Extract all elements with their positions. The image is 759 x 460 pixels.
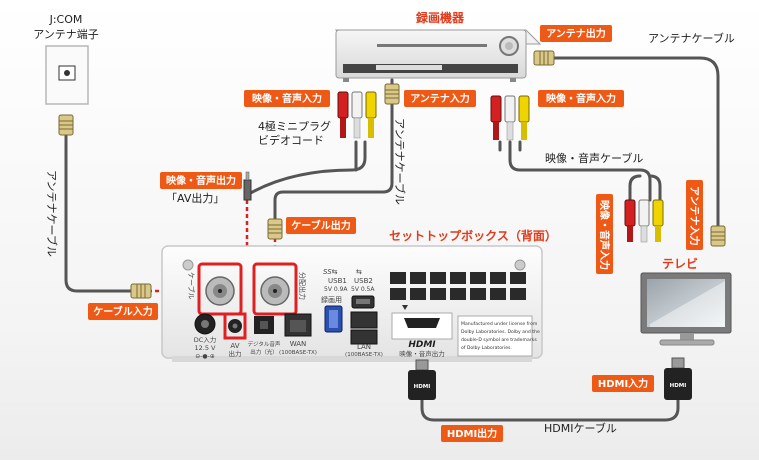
- mini-plug-label-2: ビデオコード: [258, 133, 324, 147]
- usb-logo-2: ⇆: [356, 268, 362, 276]
- label-boxes: アンテナ出力 映像・音声入力 アンテナ入力 映像・音声入力 映像・音声出力 ケー…: [88, 25, 703, 442]
- usb2-power: 5V 0.5A: [351, 286, 375, 293]
- optical-label-1: デジタル音声: [248, 340, 281, 348]
- antenna-cable-mid-label: アンテナケーブル: [393, 118, 407, 205]
- av-in-right-label: 映像・音声入力: [546, 92, 616, 105]
- jcom-label: J:COM: [49, 13, 83, 26]
- dolby-notice: [457, 315, 533, 357]
- dolby-line-4: of Dolby Laboratories.: [461, 345, 512, 351]
- hdmi-logo-text: HDMI: [408, 340, 436, 350]
- hdmi-plug-tv: HDMI: [664, 357, 692, 400]
- usb2-label: USB2: [354, 277, 373, 285]
- av-out-sub-label: 「AV出力」: [166, 191, 224, 205]
- mini-plug-label-1: 4極ミニプラグ: [258, 119, 331, 133]
- antenna-cable-top-label: アンテナケーブル: [648, 31, 735, 45]
- rca-plugs-recorder: [337, 91, 377, 139]
- cables: [64, 56, 720, 422]
- wall-terminal-label: アンテナ端子: [33, 28, 99, 41]
- dc-in-label: DC入力: [194, 335, 217, 344]
- cable-out-label: ケーブル出力: [291, 219, 350, 232]
- antenna-out-top-label: アンテナ出力: [546, 27, 606, 40]
- cable-stb-to-recorder: [273, 78, 394, 224]
- cable-minijack: [245, 140, 367, 197]
- cable-in-label: ケーブル入力: [93, 305, 152, 318]
- av-jack-highlight: [223, 312, 247, 340]
- hdmi-cable-label: HDMIケーブル: [544, 421, 617, 435]
- hdmi-in-label: HDMI入力: [598, 377, 648, 390]
- usb1-power: 5V 0.9A: [324, 286, 348, 293]
- cable-hdmi: [420, 398, 680, 422]
- television: [640, 272, 732, 346]
- tv-antenna-connector: [710, 225, 726, 247]
- tv-av-in-label: 映像・音声入力: [598, 200, 611, 270]
- rca-plugs-recorder-out: [490, 95, 530, 141]
- wan-label: WAN: [290, 340, 307, 348]
- lan-spec: (100BASE-TX): [345, 352, 383, 358]
- recorder-label: 録画機器: [416, 10, 465, 25]
- optical-label-2: 出力（光）: [250, 348, 278, 356]
- split-port-label: 分配出力: [298, 272, 307, 300]
- hdmi-out-label: HDMI出力: [447, 427, 497, 440]
- dc-voltage: 12.5 V: [195, 344, 217, 352]
- tv-label: テレビ: [662, 256, 698, 271]
- usb1-label: USB1: [328, 277, 347, 285]
- cable-port-highlight: [197, 262, 243, 316]
- hdmi-plug-stb: HDMI: [408, 359, 436, 400]
- cable-port-label: ケーブル: [187, 272, 196, 300]
- rca-plugs-tv: [624, 199, 664, 243]
- wall-f-connector: [58, 114, 74, 136]
- antenna-in-label: アンテナ入力: [410, 92, 470, 105]
- recorder-antenna-out-connector: [533, 50, 555, 66]
- lan-port-1: [350, 311, 378, 329]
- hdmi-port: [404, 318, 440, 328]
- wall-antenna-terminal: J:COM アンテナ端子: [33, 13, 99, 136]
- cable-recorder-to-tv-antenna: [550, 56, 720, 230]
- hdmi-sub-label: 映像・音声出力: [399, 349, 445, 358]
- usb-logo-1: SS⇆: [323, 268, 338, 276]
- mini-plug: [243, 171, 252, 201]
- rec-only-label: 録画用: [321, 295, 342, 304]
- vents: [390, 272, 526, 300]
- av-in-left-label: 映像・音声入力: [252, 92, 322, 105]
- hdmi-plug-stb-text: HDMI: [414, 384, 431, 390]
- cable-wall-to-stb: [64, 133, 137, 293]
- av-out-label: 映像・音声出力: [166, 174, 236, 187]
- stb-split-out-connector: [267, 218, 283, 240]
- split-port-highlight: [252, 262, 298, 316]
- wan-spec: (100BASE-TX): [279, 350, 317, 356]
- dc-polarity-icon: ⊖-●-⊕: [195, 353, 215, 360]
- lan-label: LAN: [357, 343, 371, 351]
- antenna-cable-left-label: アンテナケーブル: [45, 170, 59, 257]
- tv-antenna-in-label: アンテナ入力: [688, 186, 701, 246]
- set-top-box: ケーブル 分配出力 SS⇆ USB1 5V 0.9A 録画用 ⇆ USB2 5V…: [161, 245, 543, 362]
- dolby-line-1: Manufactured under license from: [461, 321, 538, 327]
- av-cable-label: 映像・音声ケーブル: [545, 151, 643, 165]
- dolby-line-2: Dolby Laboratories. Dolby and the: [461, 329, 540, 335]
- dolby-line-3: double-D symbol are trademarks: [461, 337, 537, 343]
- lan-port-2: [350, 329, 378, 345]
- stb-cable-in-connector: [130, 283, 152, 299]
- av-jack-label: AV: [230, 342, 239, 350]
- av-jack-sub: 出力: [229, 349, 242, 358]
- recorder-device: 録画機器: [334, 10, 542, 82]
- hdmi-plug-tv-text: HDMI: [670, 383, 687, 389]
- stb-label: セットトップボックス（背面）: [389, 228, 557, 243]
- recorder-antenna-in-connector: [384, 83, 400, 105]
